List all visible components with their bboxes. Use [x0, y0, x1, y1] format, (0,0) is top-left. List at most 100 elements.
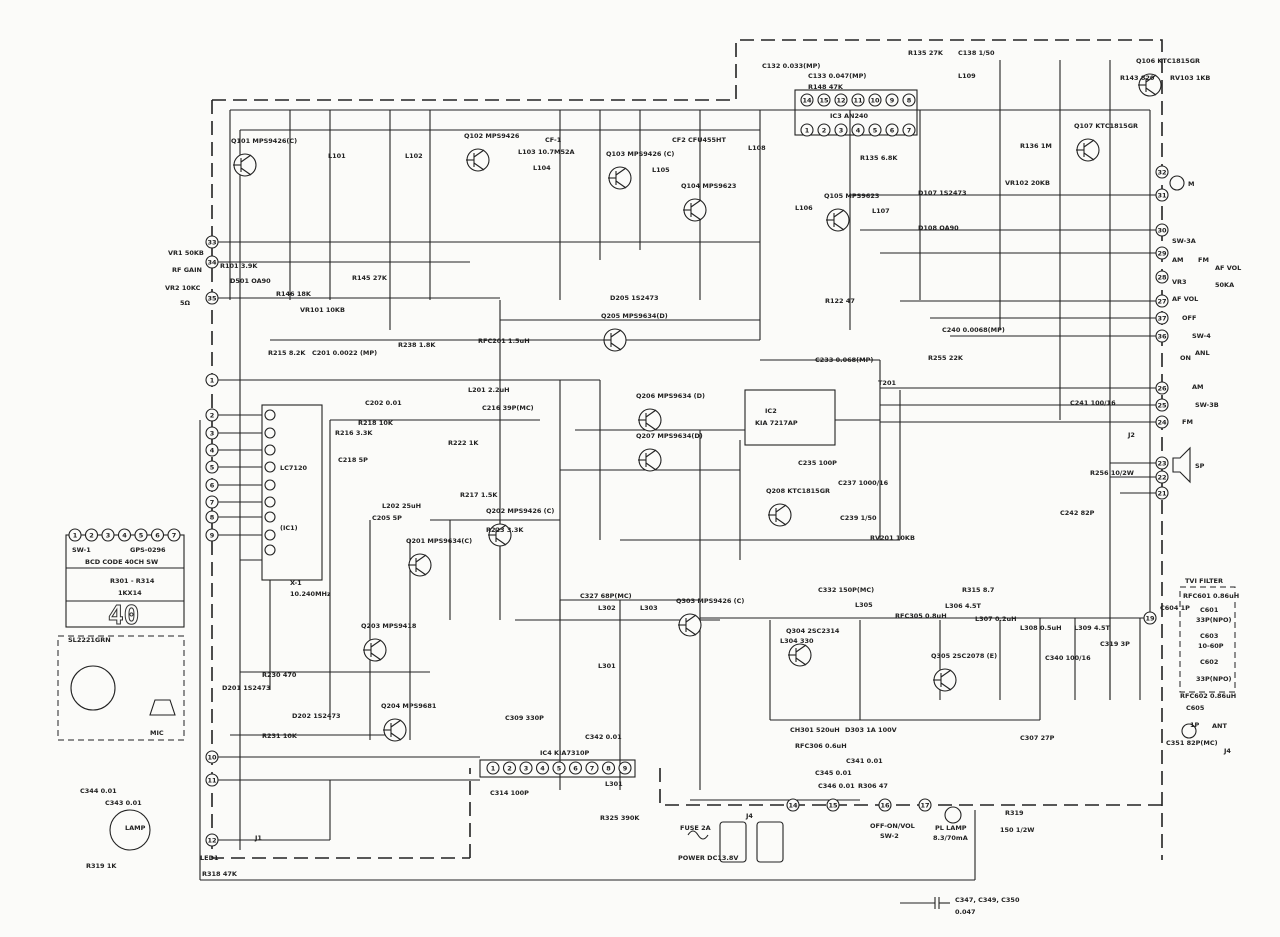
connector-number: 32 [1157, 169, 1166, 177]
connector-number: 3 [839, 127, 844, 135]
connector-number: 10 [870, 97, 880, 105]
fuse-icon [687, 830, 709, 840]
transistor-label: Q203 MPS9418 [361, 622, 417, 630]
component-label: L306 4.5T [945, 602, 981, 610]
ic3-pin: 2 [817, 123, 831, 137]
connector-number: 5 [873, 127, 878, 135]
component-label: C242 82P [1060, 509, 1095, 517]
ic3-pin: 14 [800, 93, 814, 107]
connector-number: 15 [819, 97, 829, 105]
connector-left: 4 [205, 443, 219, 457]
component-label: D501 OA90 [230, 277, 271, 285]
transistor-label: Q101 MPS9426(C) [231, 137, 297, 145]
component-label: J1 [254, 834, 262, 842]
transistor-label: Q208 KTC1815GR [766, 487, 830, 495]
component-label: D108 OA90 [918, 224, 959, 232]
ic4-pin: 4 [535, 761, 550, 775]
component-label: C132 0.033(MP) [762, 62, 820, 70]
ic2-label: IC2 [765, 407, 777, 415]
component-label: R101 3.9K [220, 262, 258, 270]
component-label: C233 0.068(MP) [815, 356, 873, 364]
ic4-pin: 7 [585, 761, 599, 775]
component-label: C344 0.01 [80, 787, 117, 795]
switch-name: SW-1 [72, 546, 91, 554]
ic4-label: IC4 KIA7310P [540, 749, 590, 757]
connector-number: 10 [207, 754, 217, 762]
j4-power-plug [756, 821, 784, 863]
component-label: RFC305 0.8uH [895, 612, 947, 620]
transistor-symbol [1138, 73, 1162, 97]
component-label: RV201 10KB [870, 534, 915, 542]
component-label: L101 [328, 152, 346, 160]
ic4-pin: 9 [618, 761, 632, 775]
board-outline [211, 39, 1163, 860]
connector-number: 9 [890, 97, 895, 105]
component-label: R215 8.2K [268, 349, 306, 357]
mic-connector-icon [70, 665, 116, 711]
component-label: VR1 50KB [168, 249, 204, 257]
component-label: R256 10/2W [1090, 469, 1134, 477]
connector-number: 12 [836, 97, 845, 105]
component-label: R136 1M [1020, 142, 1052, 150]
panel-sp: SP [1195, 462, 1205, 470]
transistor-label: Q105 MPS9623 [824, 192, 879, 200]
component-label: L103 10.7M52A [518, 148, 575, 156]
ic3-pin: 8 [902, 93, 916, 107]
connector-number: 6 [155, 532, 160, 540]
transistor-label: Q304 2SC2314 [786, 627, 840, 635]
component-label: R146 18K [276, 290, 312, 298]
power-fuse: FUSE 2A [680, 824, 711, 832]
power-r319v: 150 1/2W [1000, 826, 1034, 834]
component-label: C345 0.01 [815, 769, 852, 777]
power-sw2a: OFF-ON/VOL [870, 822, 915, 830]
component-label: C343 0.01 [105, 799, 142, 807]
tvi-c351: C351 82P(MC) [1166, 739, 1218, 747]
connector-number: 2 [507, 765, 512, 773]
ic4-pin: 5 [552, 761, 566, 775]
panel-fm: FM [1198, 256, 1209, 264]
transistor-label: Q102 MPS9426 [464, 132, 520, 140]
connector-number: 3 [106, 532, 111, 540]
connector-left: 7 [205, 495, 219, 509]
ic3-pin: 6 [885, 123, 899, 137]
connector-number: 26 [1157, 385, 1167, 393]
component-label: C216 39P(MC) [482, 404, 534, 412]
connector-left: 6 [205, 478, 219, 492]
connector-number: 29 [1157, 250, 1167, 258]
component-label: C307 27P [1020, 734, 1055, 742]
power-j4: J4 [745, 812, 753, 820]
led-label: SL2221GRN [68, 636, 111, 644]
component-label: R318 47K [202, 870, 238, 878]
panel-on: ON [1180, 354, 1191, 362]
transistor-symbol [678, 613, 702, 637]
panel-meter: M [1188, 180, 1194, 188]
connector-number: 24 [1157, 419, 1167, 427]
panel-off: OFF [1182, 314, 1196, 322]
connector-bottom: 14 [786, 798, 800, 812]
connector-number: 3 [524, 765, 529, 773]
ic2-body [744, 389, 836, 446]
ic1-pin [264, 427, 276, 439]
component-label: L302 [598, 604, 616, 612]
component-label: L304 330 [780, 637, 814, 645]
connector-right: 22 [1155, 470, 1169, 484]
switch-pin: 6 [150, 528, 165, 542]
legend-value: 0.047 [955, 908, 976, 916]
panel-anl: ANL [1195, 349, 1210, 357]
connector-number: 11 [853, 97, 863, 105]
component-label: C138 1/50 [958, 49, 995, 57]
connector-left: 9 [205, 528, 219, 542]
panel-af-vol: AF VOL [1215, 264, 1241, 272]
connector-number: 27 [1157, 298, 1166, 306]
component-label: C340 100/16 [1045, 654, 1091, 662]
transistor-symbol [603, 328, 627, 352]
connector-number: 5 [557, 765, 562, 773]
ic1-pin [264, 529, 276, 541]
ic4-pin: 1 [486, 761, 500, 775]
transistor-symbol [638, 448, 662, 472]
transistor-label: Q103 MPS9426 (C) [606, 150, 674, 158]
connector-right: 37 [1155, 311, 1169, 325]
switch-desc: BCD CODE 40CH SW [85, 558, 158, 566]
